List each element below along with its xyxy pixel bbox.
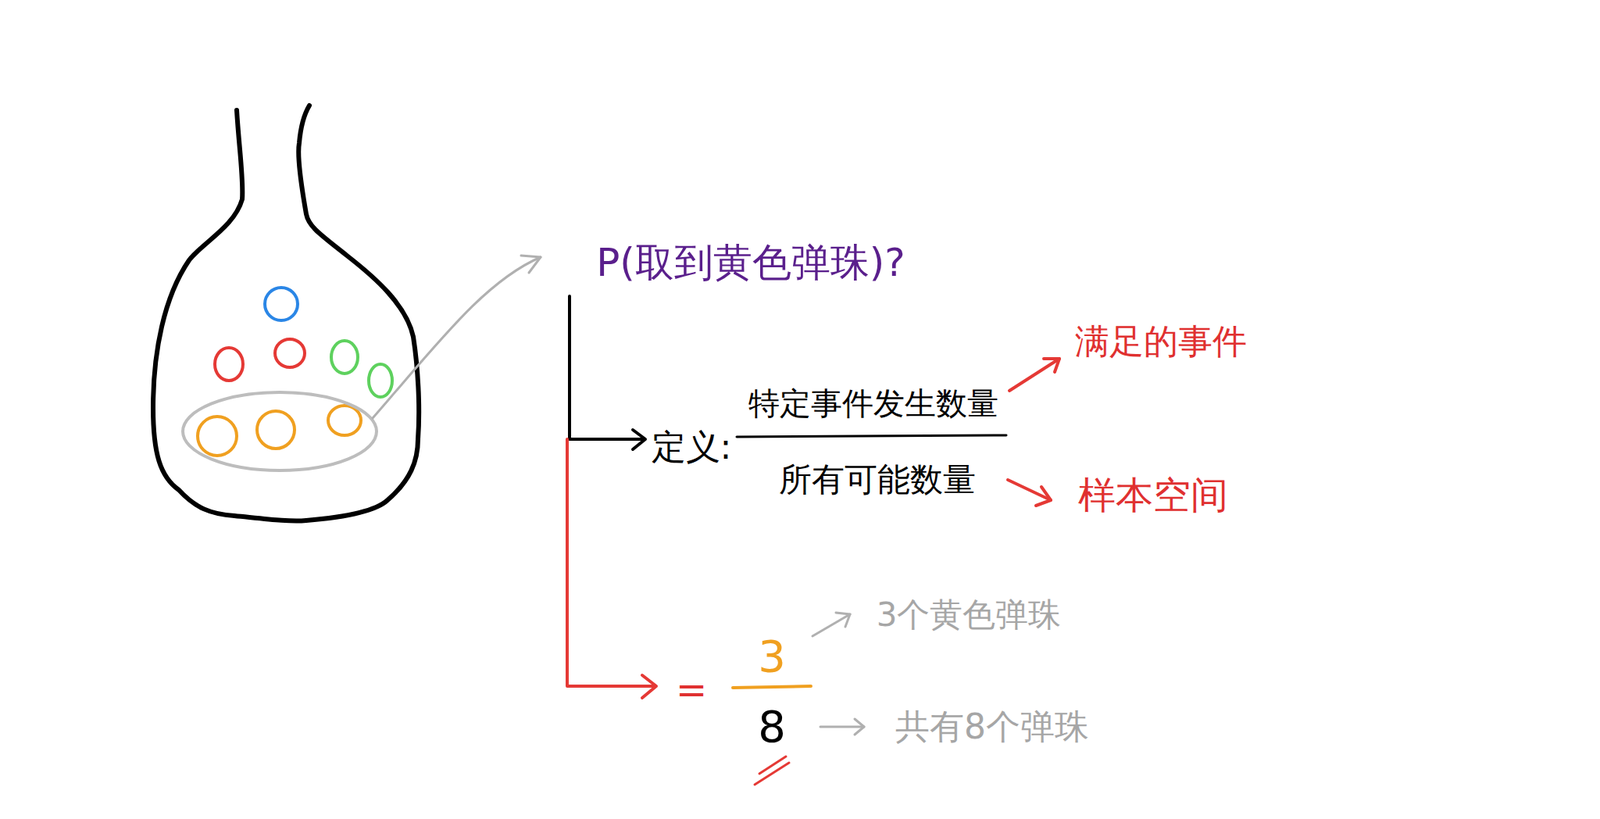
- denominator-number: 8: [757, 702, 786, 751]
- arrow-head: [1035, 486, 1051, 506]
- numerator-text: 特定事件发生数量: [748, 385, 999, 421]
- flask-outline: [153, 105, 419, 522]
- arrow-head: [642, 675, 657, 698]
- yellow-ball: [328, 405, 361, 436]
- green-ball: [368, 364, 393, 397]
- grey-arrow: [820, 725, 865, 729]
- arrow-head: [1043, 358, 1060, 372]
- red-ball: [275, 339, 305, 368]
- equals-sign: =: [675, 668, 708, 711]
- arrow-head: [632, 429, 646, 450]
- answer-mark: [754, 762, 790, 785]
- arrow-head: [854, 718, 865, 735]
- fraction-bar: [732, 685, 811, 688]
- arrow-head: [835, 612, 850, 627]
- annotation-text: 满足的事件: [1075, 322, 1247, 361]
- annotation-text: 样本空间: [1078, 474, 1229, 516]
- question-text: P(取到黄色弹珠)?: [596, 241, 906, 285]
- note-text: 3个黄色弹珠: [876, 596, 1062, 633]
- definition-label: 定义:: [651, 428, 733, 466]
- red-ball: [214, 347, 243, 381]
- red-branch-line: [567, 439, 655, 686]
- numerator-number: 3: [757, 632, 786, 681]
- blue-ball: [264, 287, 298, 321]
- red-arrow: [1009, 358, 1060, 391]
- selection-ellipse: [182, 392, 377, 471]
- grey-arrow: [812, 614, 850, 636]
- fraction-bar: [736, 435, 1007, 437]
- answer-mark: [759, 756, 786, 774]
- pointer-arrow: [372, 257, 541, 418]
- denominator-text: 所有可能数量: [778, 461, 976, 498]
- yellow-ball: [197, 416, 237, 456]
- arrow-head: [521, 255, 541, 273]
- note-text: 共有8个弹珠: [895, 707, 1090, 746]
- branch-line: [569, 296, 644, 440]
- yellow-ball: [257, 410, 295, 449]
- green-ball: [331, 340, 358, 374]
